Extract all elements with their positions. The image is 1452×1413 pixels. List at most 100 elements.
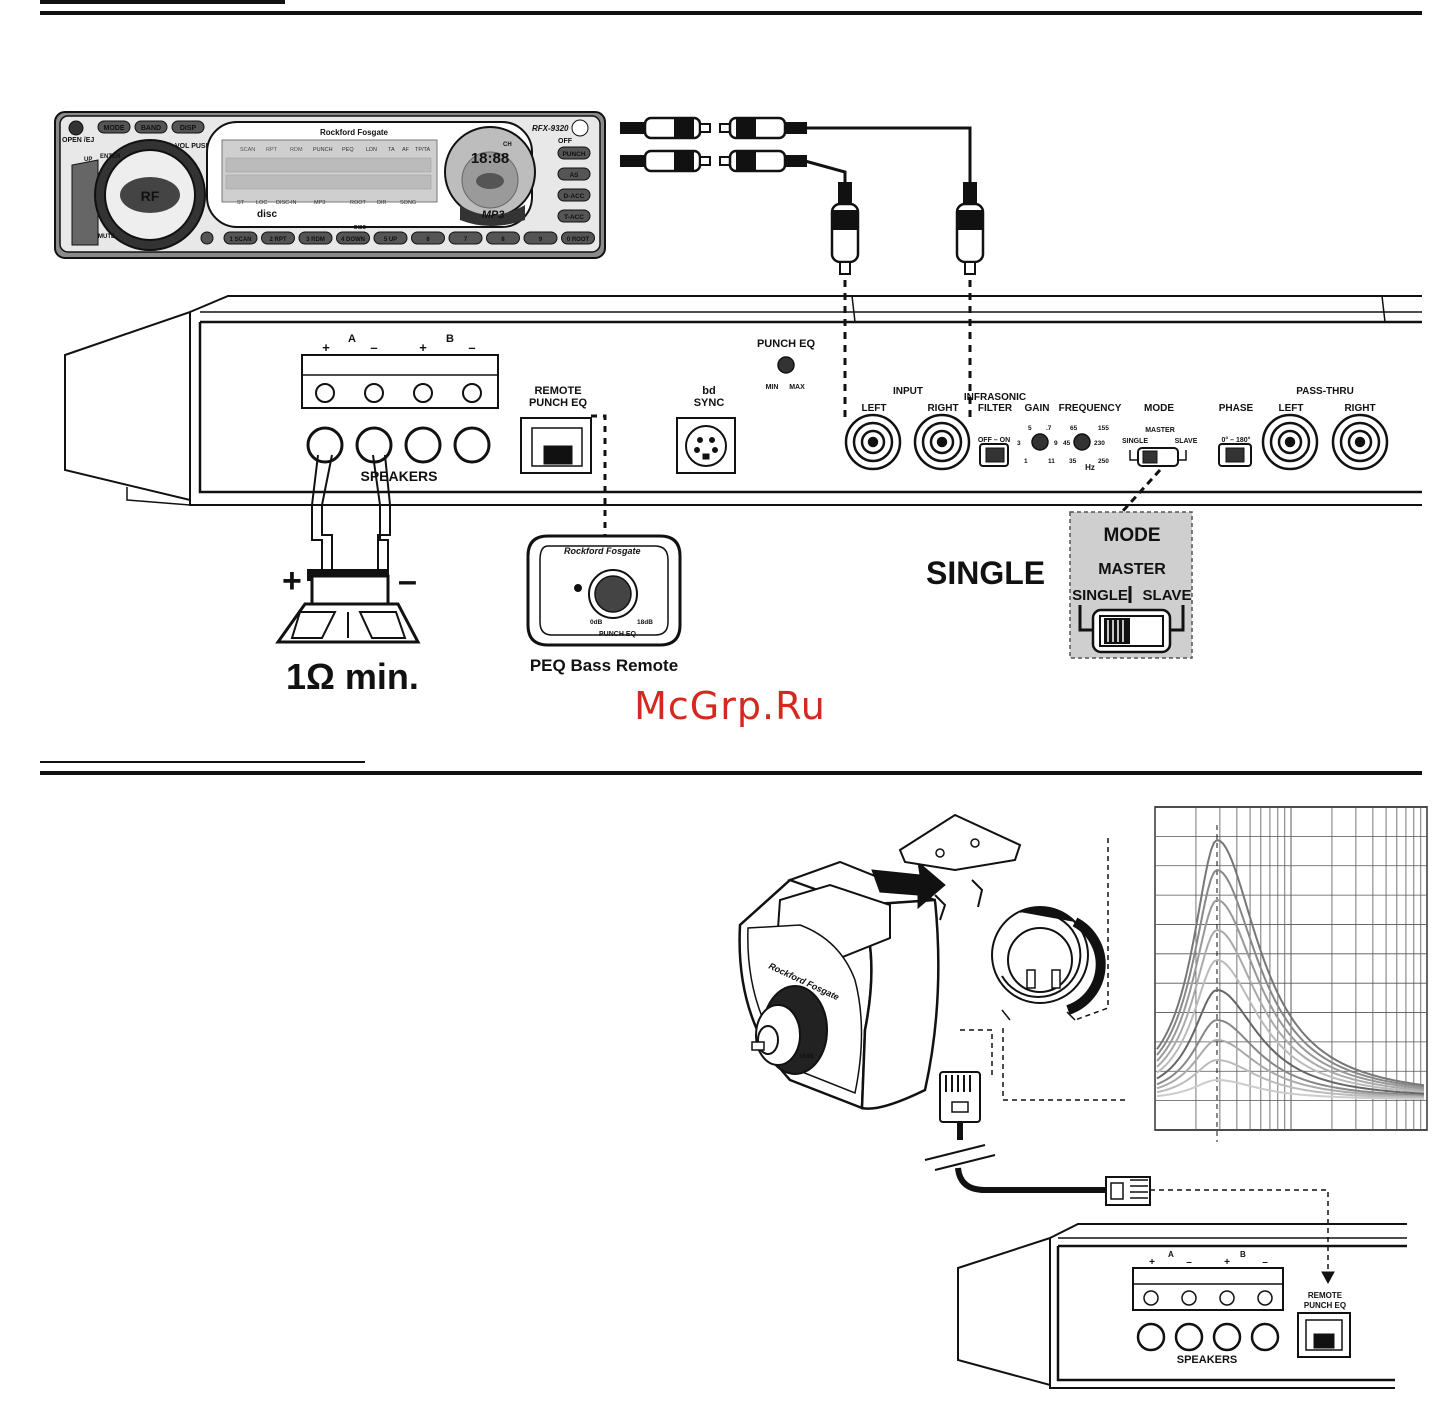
remote-caption: PEQ Bass Remote: [530, 656, 678, 675]
display-indicator: PUNCH: [313, 147, 333, 153]
lcd-segments: [225, 157, 432, 190]
pass-thru-label: PASS-THRU: [1296, 386, 1354, 397]
remote-3d-18db: 18dB: [799, 1054, 814, 1060]
frequency-tick: 250: [1098, 458, 1109, 465]
preset-button[interactable]: [561, 231, 595, 245]
preset-button-label: 3 RDM: [306, 237, 325, 243]
preset-button-label: 0 ROOT: [567, 237, 590, 243]
disp-button-label: DISP: [180, 125, 197, 132]
middle-section-rule: [40, 761, 1422, 775]
pass-thru-right-jack[interactable]: [1331, 413, 1389, 471]
rf-logo-icon: RF: [141, 188, 160, 204]
terminal-screw[interactable]: [413, 383, 433, 403]
arrow-icon: [871, 860, 946, 910]
bottom-minus: –: [1186, 1257, 1192, 1268]
remote-knob[interactable]: [594, 575, 632, 613]
preset-buttons: DISC: [200, 225, 366, 245]
volume-knob[interactable]: RF: [71, 139, 206, 251]
power-button[interactable]: [200, 231, 214, 245]
speaker-plus: +: [282, 562, 302, 600]
off-on-label: OFF – ON: [978, 437, 1010, 444]
speaker-terminal[interactable]: [453, 426, 491, 464]
remote-label: PUNCH EQ: [529, 397, 588, 409]
open-label: OPEN /EJ: [62, 137, 94, 144]
preset-button[interactable]: [298, 231, 333, 245]
preset-button[interactable]: [448, 231, 483, 245]
preset-button-label: 2 RPT: [269, 237, 286, 243]
frequency-label: FREQUENCY: [1059, 403, 1122, 414]
preset-button[interactable]: [486, 231, 520, 245]
preset-button[interactable]: [223, 231, 258, 245]
display-indicator: ROOT: [350, 200, 367, 206]
callout-master: MASTER: [1098, 561, 1166, 578]
band-button[interactable]: [134, 120, 168, 134]
preset-button[interactable]: [523, 231, 558, 245]
as-button[interactable]: [557, 167, 591, 181]
min-label: MIN: [766, 384, 779, 391]
pass-thru-left-label: LEFT: [1279, 403, 1304, 414]
preset-button[interactable]: [336, 231, 370, 245]
callout-single: SINGLE: [1072, 587, 1128, 604]
speaker-terminal[interactable]: [404, 426, 442, 464]
display-indicator: SCAN: [240, 147, 255, 153]
phase-label: PHASE: [1219, 403, 1254, 414]
rca-plug-pair-upper: [620, 116, 807, 140]
input-right-jack[interactable]: [913, 413, 971, 471]
remote-label: REMOTE: [534, 385, 581, 397]
preset-button-label: 7: [464, 237, 468, 243]
input-left-jack[interactable]: [844, 413, 902, 471]
display-indicator: MP3: [314, 200, 325, 206]
callout-slave: SLAVE: [1143, 587, 1192, 604]
mode-button-label: MODE: [104, 125, 125, 132]
terminal-a-label: A: [348, 333, 356, 345]
gain-knob[interactable]: [1031, 433, 1049, 451]
response-curve: [1156, 898, 1425, 1090]
bd-label: bd: [702, 385, 715, 397]
impedance-label: 1Ω min.: [286, 656, 419, 697]
t-acc-button[interactable]: [557, 209, 591, 223]
terminal-screw[interactable]: [364, 383, 384, 403]
d-acc-button[interactable]: [557, 188, 591, 202]
terminal-screw[interactable]: [462, 383, 482, 403]
display-indicator: DIR: [377, 200, 387, 206]
punch-button[interactable]: [557, 146, 591, 160]
preset-button[interactable]: [261, 231, 295, 245]
speaker-terminal[interactable]: [306, 426, 344, 464]
speakers-label: SPEAKERS: [360, 468, 437, 484]
pass-thru-left-jack[interactable]: [1261, 413, 1319, 471]
remote-punch-eq: PUNCH EQ: [599, 631, 637, 638]
sync-label: SYNC: [694, 397, 725, 409]
disp-button[interactable]: [171, 120, 205, 134]
chart-grid: [1154, 807, 1428, 1142]
model-label: RFX-9320: [532, 124, 569, 133]
mode-setting-label: SINGLE: [926, 555, 1045, 591]
rca-cables: [620, 116, 985, 420]
d-acc-button-label: D-ACC: [564, 193, 585, 200]
amp-labels: A B + – + – SPEAKERS REMOTE PUNCH EQ PUN…: [322, 333, 1375, 484]
enter-label: ENTER: [100, 154, 121, 160]
bottom-b-label: B: [1240, 1250, 1246, 1259]
infrasonic-label: INFRASONIC: [964, 392, 1026, 403]
mode-button[interactable]: [97, 120, 131, 134]
eject-button[interactable]: [68, 120, 84, 136]
terminal-screw[interactable]: [315, 383, 335, 403]
punch-eq-knob[interactable]: [777, 356, 795, 374]
top-section-rule: [40, 0, 1422, 15]
display-indicator: SONG: [400, 200, 416, 206]
gain-tick: 1: [1024, 458, 1028, 465]
preset-button[interactable]: [373, 231, 408, 245]
punch-eq-response-chart: [1154, 806, 1428, 1142]
callout-lines: [960, 838, 1125, 1101]
brand-label: Rockford Fosgate: [320, 128, 389, 137]
preset-button[interactable]: [411, 231, 445, 245]
display-panel: Rockford Fosgate RFX-9320 SCAN RPT RDM P…: [206, 121, 569, 228]
infrasonic-label: FILTER: [978, 403, 1013, 414]
rca-plug-pair-lower: [620, 149, 807, 173]
display-indicator: LOC: [256, 200, 267, 206]
frequency-knob[interactable]: [1073, 433, 1091, 451]
gain-label: GAIN: [1025, 403, 1050, 414]
response-curve: [1156, 1018, 1425, 1097]
display-indicator: DISC-IN: [276, 200, 297, 206]
response-curve: [1156, 838, 1425, 1087]
